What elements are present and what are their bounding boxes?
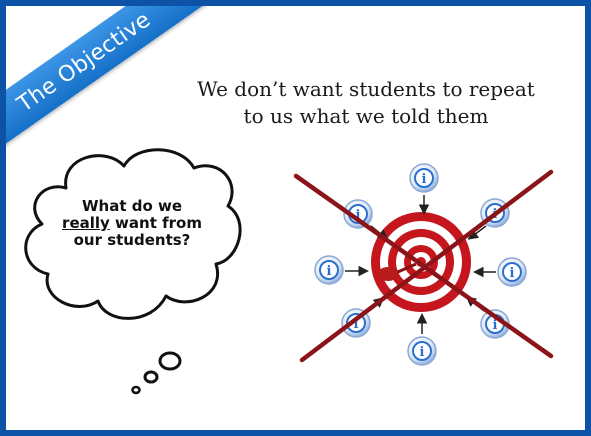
- cross-out-icon: [293, 169, 554, 363]
- info-glyph: i: [327, 264, 332, 279]
- info-icon-right: i: [497, 257, 527, 287]
- headline-line-1: We don’t want students to repeat: [197, 77, 535, 101]
- info-glyph: i: [354, 317, 359, 332]
- thought-bubble-large: [158, 351, 182, 371]
- target-illustration: i i i i i: [293, 163, 554, 366]
- thought-text-emphasis: really: [62, 214, 110, 232]
- info-icon-top-left: i: [343, 199, 373, 229]
- info-glyph: i: [356, 208, 361, 223]
- slide-canvas: The Objective We don’t want students to …: [6, 6, 585, 430]
- info-glyph: i: [510, 266, 515, 281]
- info-glyph: i: [422, 172, 427, 187]
- thought-text-before: What do we: [81, 197, 183, 215]
- thought-text-after: want from our students?: [73, 214, 202, 249]
- info-icon-top: i: [409, 163, 439, 193]
- thought-cloud: [24, 148, 242, 395]
- info-icon-left: i: [314, 255, 344, 285]
- dart-icon: [378, 262, 417, 281]
- info-glyph: i: [493, 318, 498, 333]
- thought-question: What do we really want from our students…: [62, 198, 202, 249]
- headline-line-2: to us what we told them: [243, 104, 489, 128]
- headline-text: We don’t want students to repeat to us w…: [156, 76, 576, 130]
- thought-cloud-shape: [24, 148, 242, 320]
- info-icon-bottom: i: [407, 336, 437, 366]
- thought-bubble-medium: [143, 370, 159, 384]
- info-glyph: i: [420, 345, 425, 360]
- thought-bubble-small: [131, 385, 141, 395]
